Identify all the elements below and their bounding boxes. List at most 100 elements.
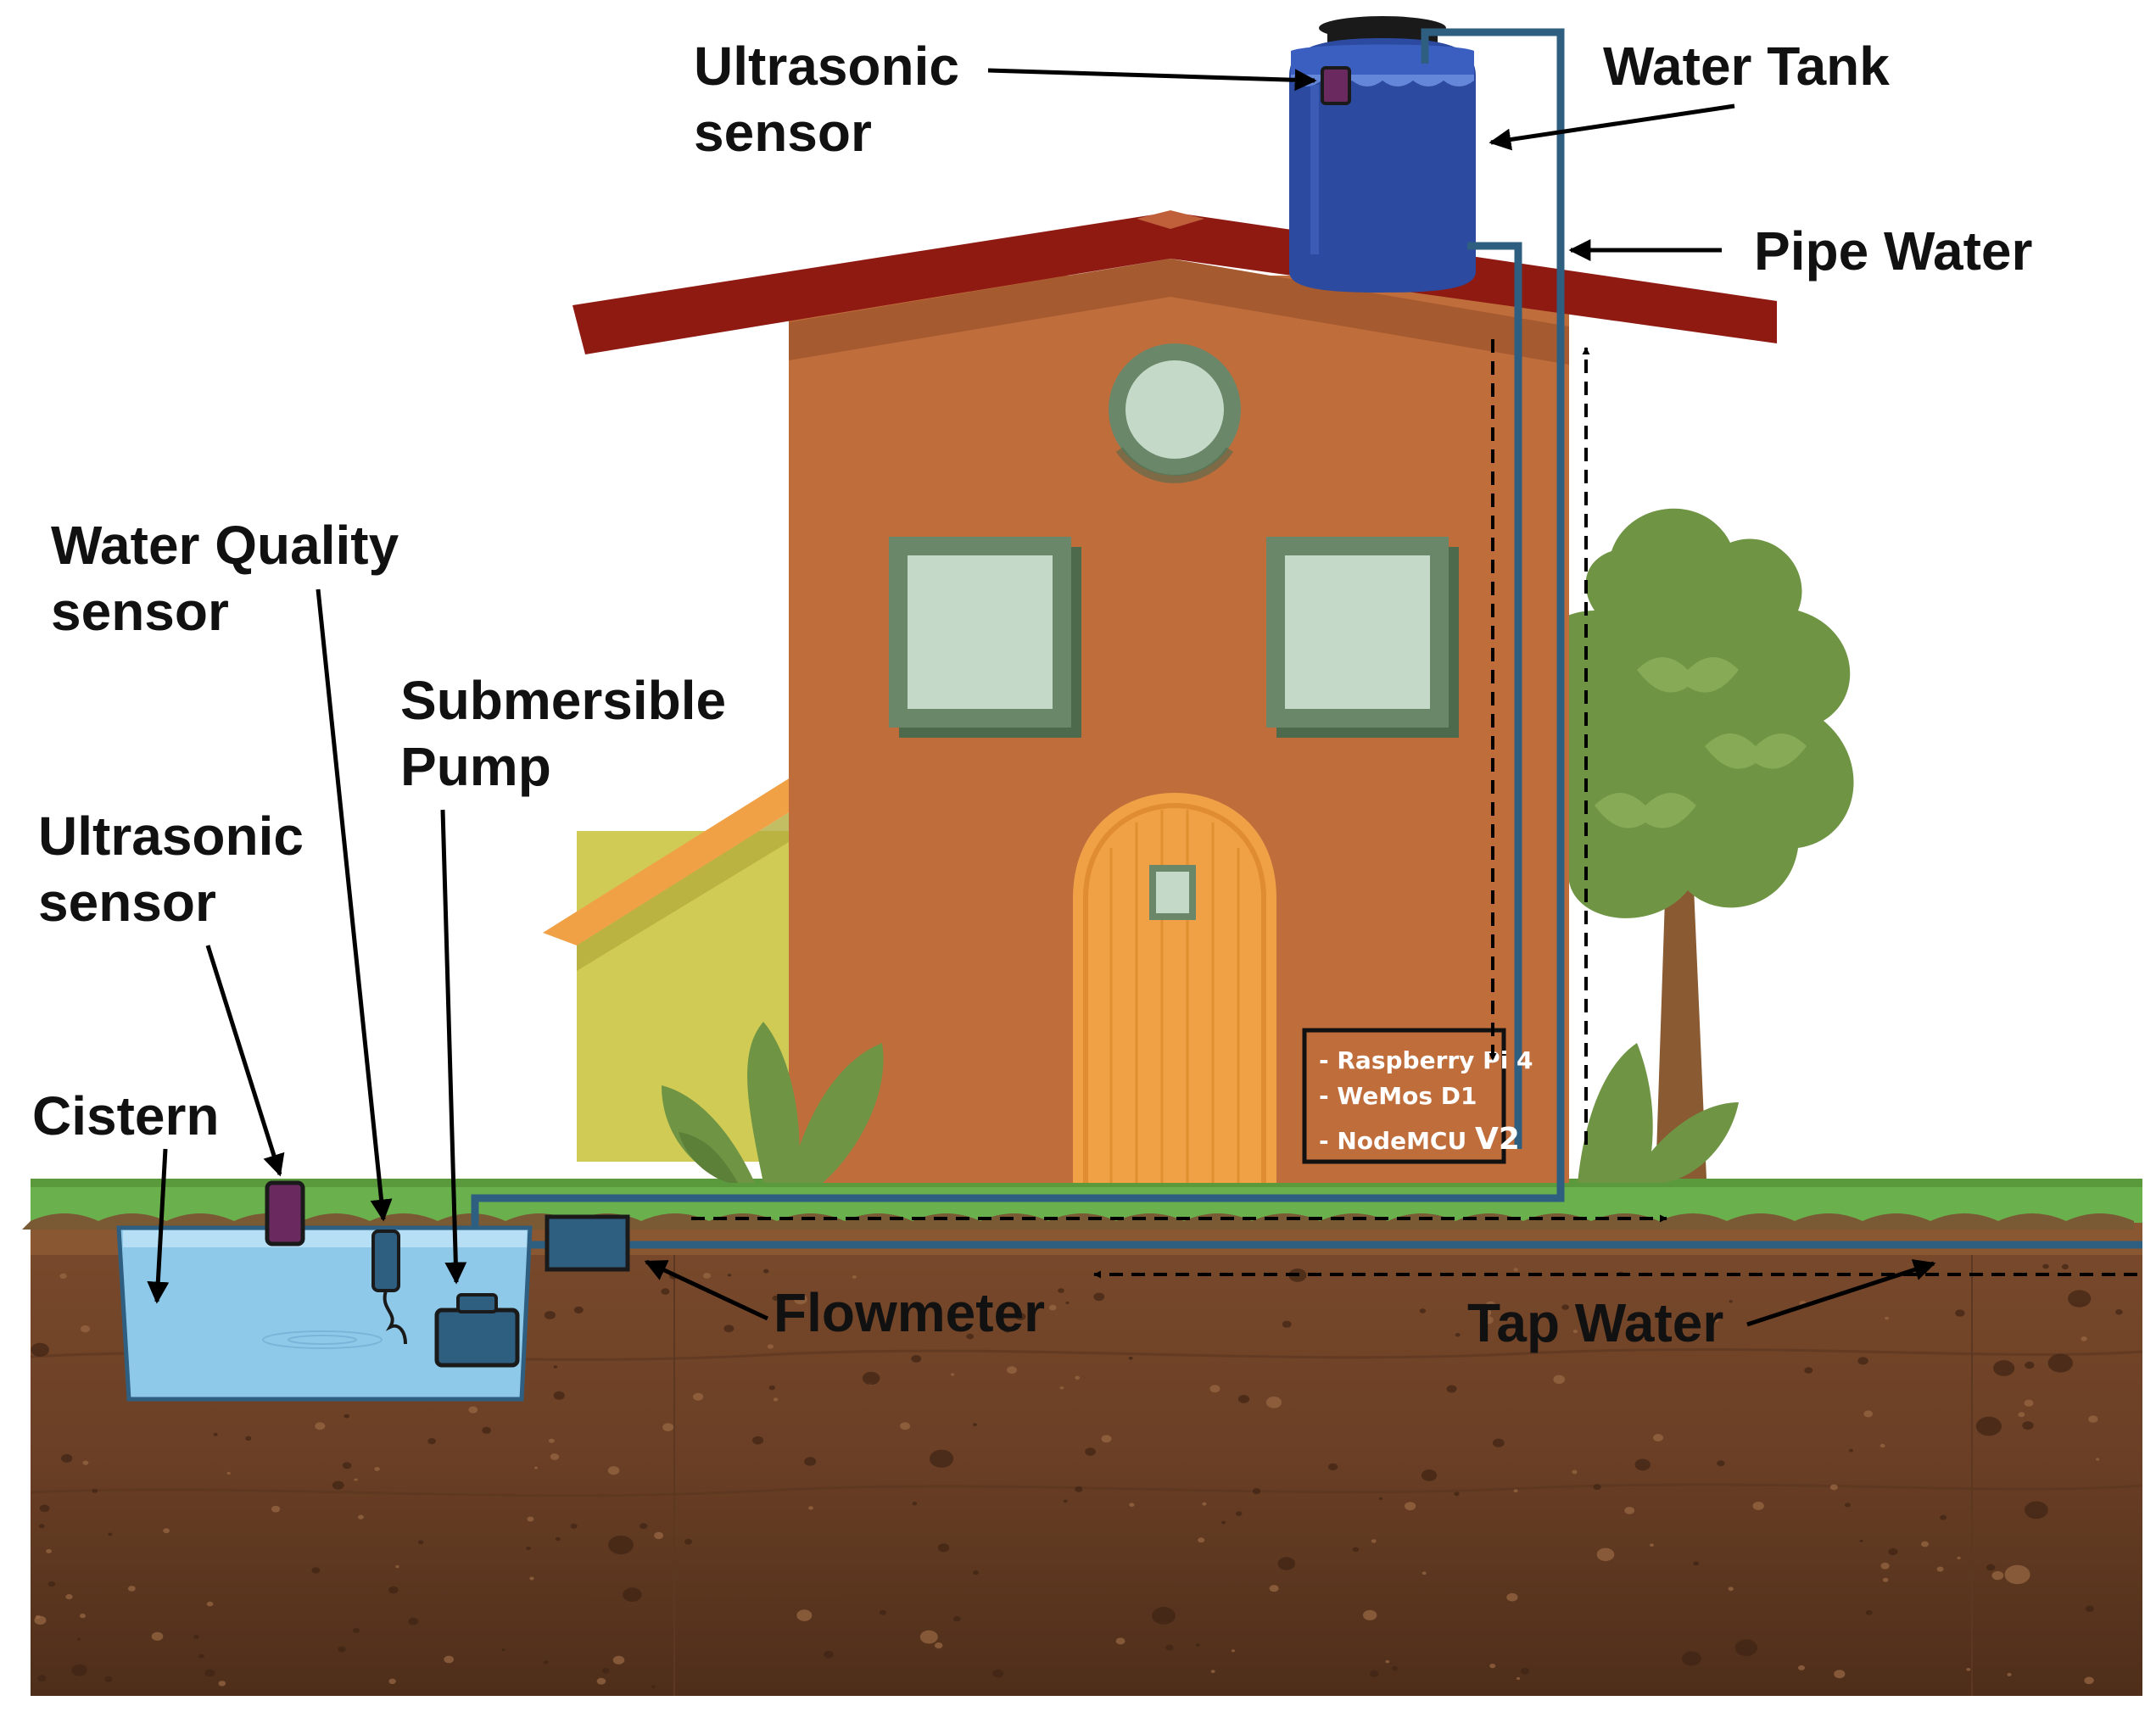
soil-stone — [65, 1594, 73, 1600]
soil-stone — [35, 1614, 41, 1620]
soil-stone — [444, 1655, 454, 1664]
soil-stone — [1198, 1537, 1205, 1543]
soil-stone — [76, 1637, 81, 1641]
soil-stone — [654, 1531, 664, 1540]
soil-stone — [1880, 1443, 1885, 1448]
soil-stone — [1940, 1514, 1947, 1520]
water-quality-sensor — [371, 1230, 407, 1345]
soil-stone — [1007, 1366, 1017, 1375]
soil-stone — [1634, 1458, 1651, 1471]
soil-stone — [1752, 1502, 1764, 1510]
submersible-pump — [434, 1293, 520, 1368]
soil-stone — [1237, 1395, 1250, 1403]
soil-stone — [1859, 1539, 1863, 1542]
labels: Ultrasonic sensor Water Tank Pipe Water … — [32, 36, 2032, 1353]
soil-stone — [1596, 1547, 1615, 1562]
tree-trunk — [1656, 848, 1706, 1179]
soil-stone — [1405, 1502, 1416, 1511]
label-water-quality-2: sensor — [51, 581, 229, 642]
soil-stone — [80, 1613, 86, 1619]
tank-outlet-pipe — [1467, 242, 1522, 1149]
soil-stone — [37, 1675, 47, 1681]
soil-stone — [198, 1653, 204, 1659]
soil-stone — [127, 1586, 136, 1592]
soil-stone — [2022, 1421, 2034, 1430]
soil-stone — [640, 1523, 648, 1530]
soil-stone — [1966, 1668, 1971, 1671]
window-right — [1266, 537, 1459, 738]
soil-stone — [1593, 1484, 1601, 1491]
soil-stone — [548, 1438, 555, 1443]
soil-stone — [1885, 1316, 1889, 1320]
tank-ultrasonic-sensor — [1321, 66, 1351, 105]
soil-stone — [553, 1391, 565, 1400]
main-supply-pipe — [471, 28, 1565, 1319]
front-door — [1073, 793, 1276, 1183]
soil-stone — [992, 1669, 1004, 1678]
window-left — [889, 537, 1081, 738]
soil-stone — [1857, 1357, 1868, 1365]
cistern-water-surface — [123, 1230, 527, 1247]
cistern-ripples — [262, 1330, 383, 1349]
soil-stone — [1209, 1385, 1220, 1393]
soil-stone — [374, 1467, 380, 1471]
soil-stone — [1252, 1488, 1261, 1495]
soil-stone — [1955, 1309, 1965, 1317]
soil-stone — [651, 1685, 656, 1688]
tree-canopy — [1494, 508, 1854, 918]
soil-stone — [1693, 1319, 1701, 1324]
cistern-ultrasonic-sensor — [265, 1180, 305, 1246]
soil-stone — [1649, 1543, 1654, 1547]
soil-stone — [1485, 1301, 1496, 1309]
soil-stone — [607, 1466, 620, 1475]
soil-stone — [1115, 1637, 1125, 1645]
soil-stone — [245, 1436, 252, 1442]
arrow-ultrasonic-tank — [987, 68, 1317, 92]
soil-stone — [468, 1406, 478, 1414]
soil-stone — [772, 1295, 779, 1301]
soil-stone — [1729, 1300, 1733, 1303]
soil-stone — [1152, 1607, 1176, 1625]
soil-stone — [1717, 1460, 1725, 1467]
soil-stone — [344, 1414, 350, 1419]
soil-stone — [354, 1478, 358, 1481]
soil-stone — [573, 1306, 584, 1313]
soil-stone — [501, 1648, 505, 1652]
soil-stone — [1957, 1556, 1961, 1559]
soil-stone — [1489, 1664, 1496, 1669]
soil-stone — [1128, 1356, 1133, 1360]
soil-stone — [2025, 1361, 2035, 1369]
soil-stone — [1561, 1304, 1569, 1310]
soil-stone — [151, 1631, 164, 1641]
roof-top-highlight — [1137, 210, 1204, 229]
soil-stone — [1483, 1316, 1494, 1324]
shed-roof-shadow — [577, 810, 793, 971]
soil-stone — [39, 1504, 50, 1513]
soil-stone — [1265, 1397, 1282, 1408]
bush-left — [662, 1022, 884, 1183]
soil-stone — [951, 1373, 955, 1376]
cistern — [116, 1180, 533, 1402]
soil-stone — [338, 1646, 346, 1653]
soil-stone — [1378, 1497, 1382, 1500]
soil-stone — [1048, 1304, 1057, 1311]
soil-stone — [395, 1564, 399, 1569]
soil-stone — [31, 1342, 49, 1357]
soil-stone — [1506, 1592, 1518, 1602]
arrow-water-quality — [316, 588, 393, 1222]
soil-stone — [417, 1540, 424, 1545]
soil-stone — [1269, 1585, 1279, 1592]
soil-stone — [1516, 1676, 1521, 1681]
tree-canopy-highlights — [1595, 657, 1807, 828]
soil-stone — [937, 1543, 950, 1553]
soil-stone — [553, 1365, 558, 1369]
soil-stone — [1101, 1435, 1112, 1443]
soil-stone — [1513, 1489, 1518, 1492]
soil-stone — [46, 1548, 52, 1553]
soil-stone — [47, 1581, 56, 1587]
arrow-cistern — [147, 1148, 170, 1304]
soil-stone — [1371, 1539, 1377, 1543]
soil-stone — [92, 1488, 98, 1493]
controller-line-raspberry: - Raspberry Pi 4 — [1319, 1046, 1533, 1074]
soil-stone — [1624, 1507, 1635, 1514]
